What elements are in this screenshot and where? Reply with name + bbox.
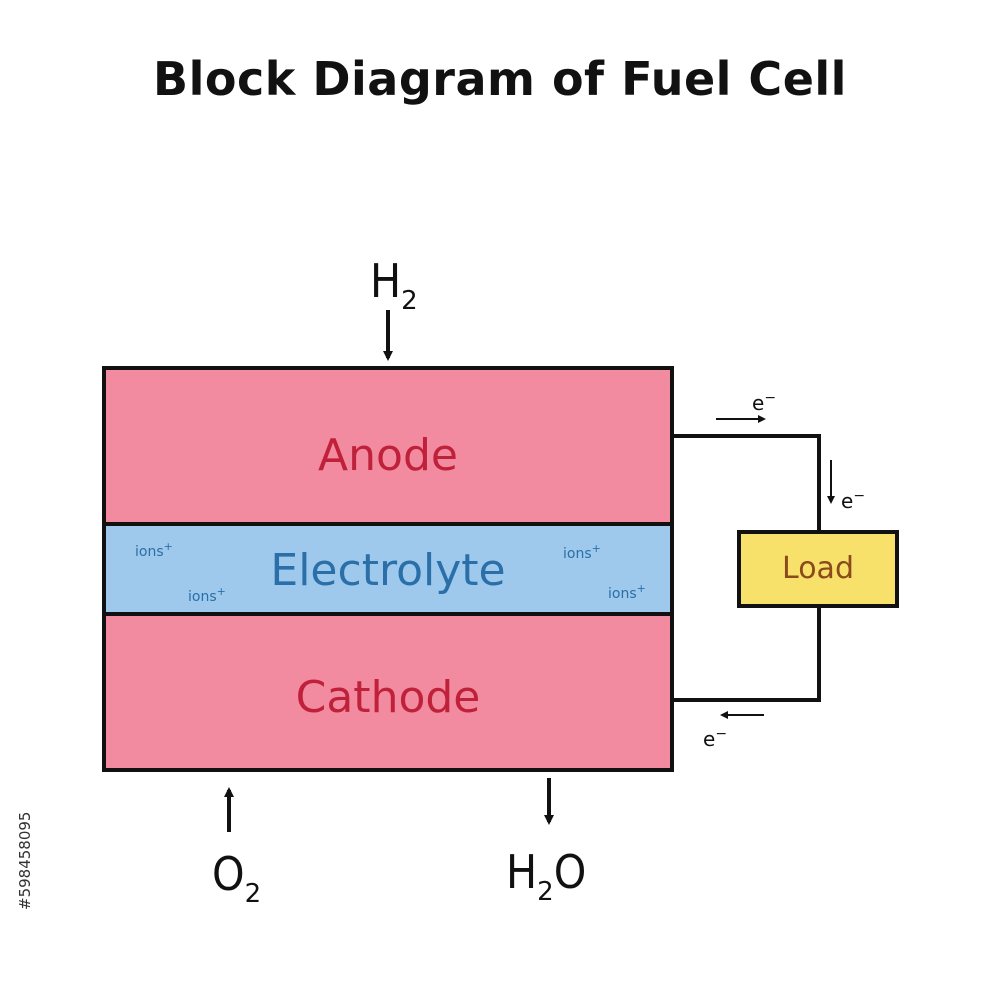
electron-label: e− (752, 390, 776, 415)
electrolyte-label: Electrolyte (270, 545, 505, 596)
svg-text:ions+: ions+ (608, 582, 646, 602)
circuit-wire (672, 434, 821, 532)
svg-text:ions+: ions+ (135, 540, 173, 560)
ion-label: ions+ (608, 582, 646, 602)
anode-layer (102, 366, 674, 526)
cathode-layer (102, 612, 674, 772)
hydrogen-input-label: H2 (370, 254, 418, 316)
electrolyte-layer (102, 522, 674, 616)
diagram-title: Block Diagram of Fuel Cell (153, 52, 847, 106)
electron-label: e− (703, 726, 727, 751)
load-label: Load (782, 551, 854, 586)
ion-label: ions+ (135, 540, 173, 560)
circuit-wire (672, 606, 821, 702)
stock-id-text: #598458095 (16, 812, 34, 910)
electron-label: e− (841, 488, 865, 513)
load-box (737, 530, 899, 608)
ion-label: ions+ (563, 542, 601, 562)
oxygen-input-label: O2 (212, 847, 261, 909)
anode-label: Anode (318, 430, 458, 481)
svg-text:ions+: ions+ (188, 585, 226, 605)
water-output-label: H2O (506, 845, 586, 907)
ion-label: ions+ (188, 585, 226, 605)
svg-text:ions+: ions+ (563, 542, 601, 562)
cathode-label: Cathode (296, 672, 481, 723)
